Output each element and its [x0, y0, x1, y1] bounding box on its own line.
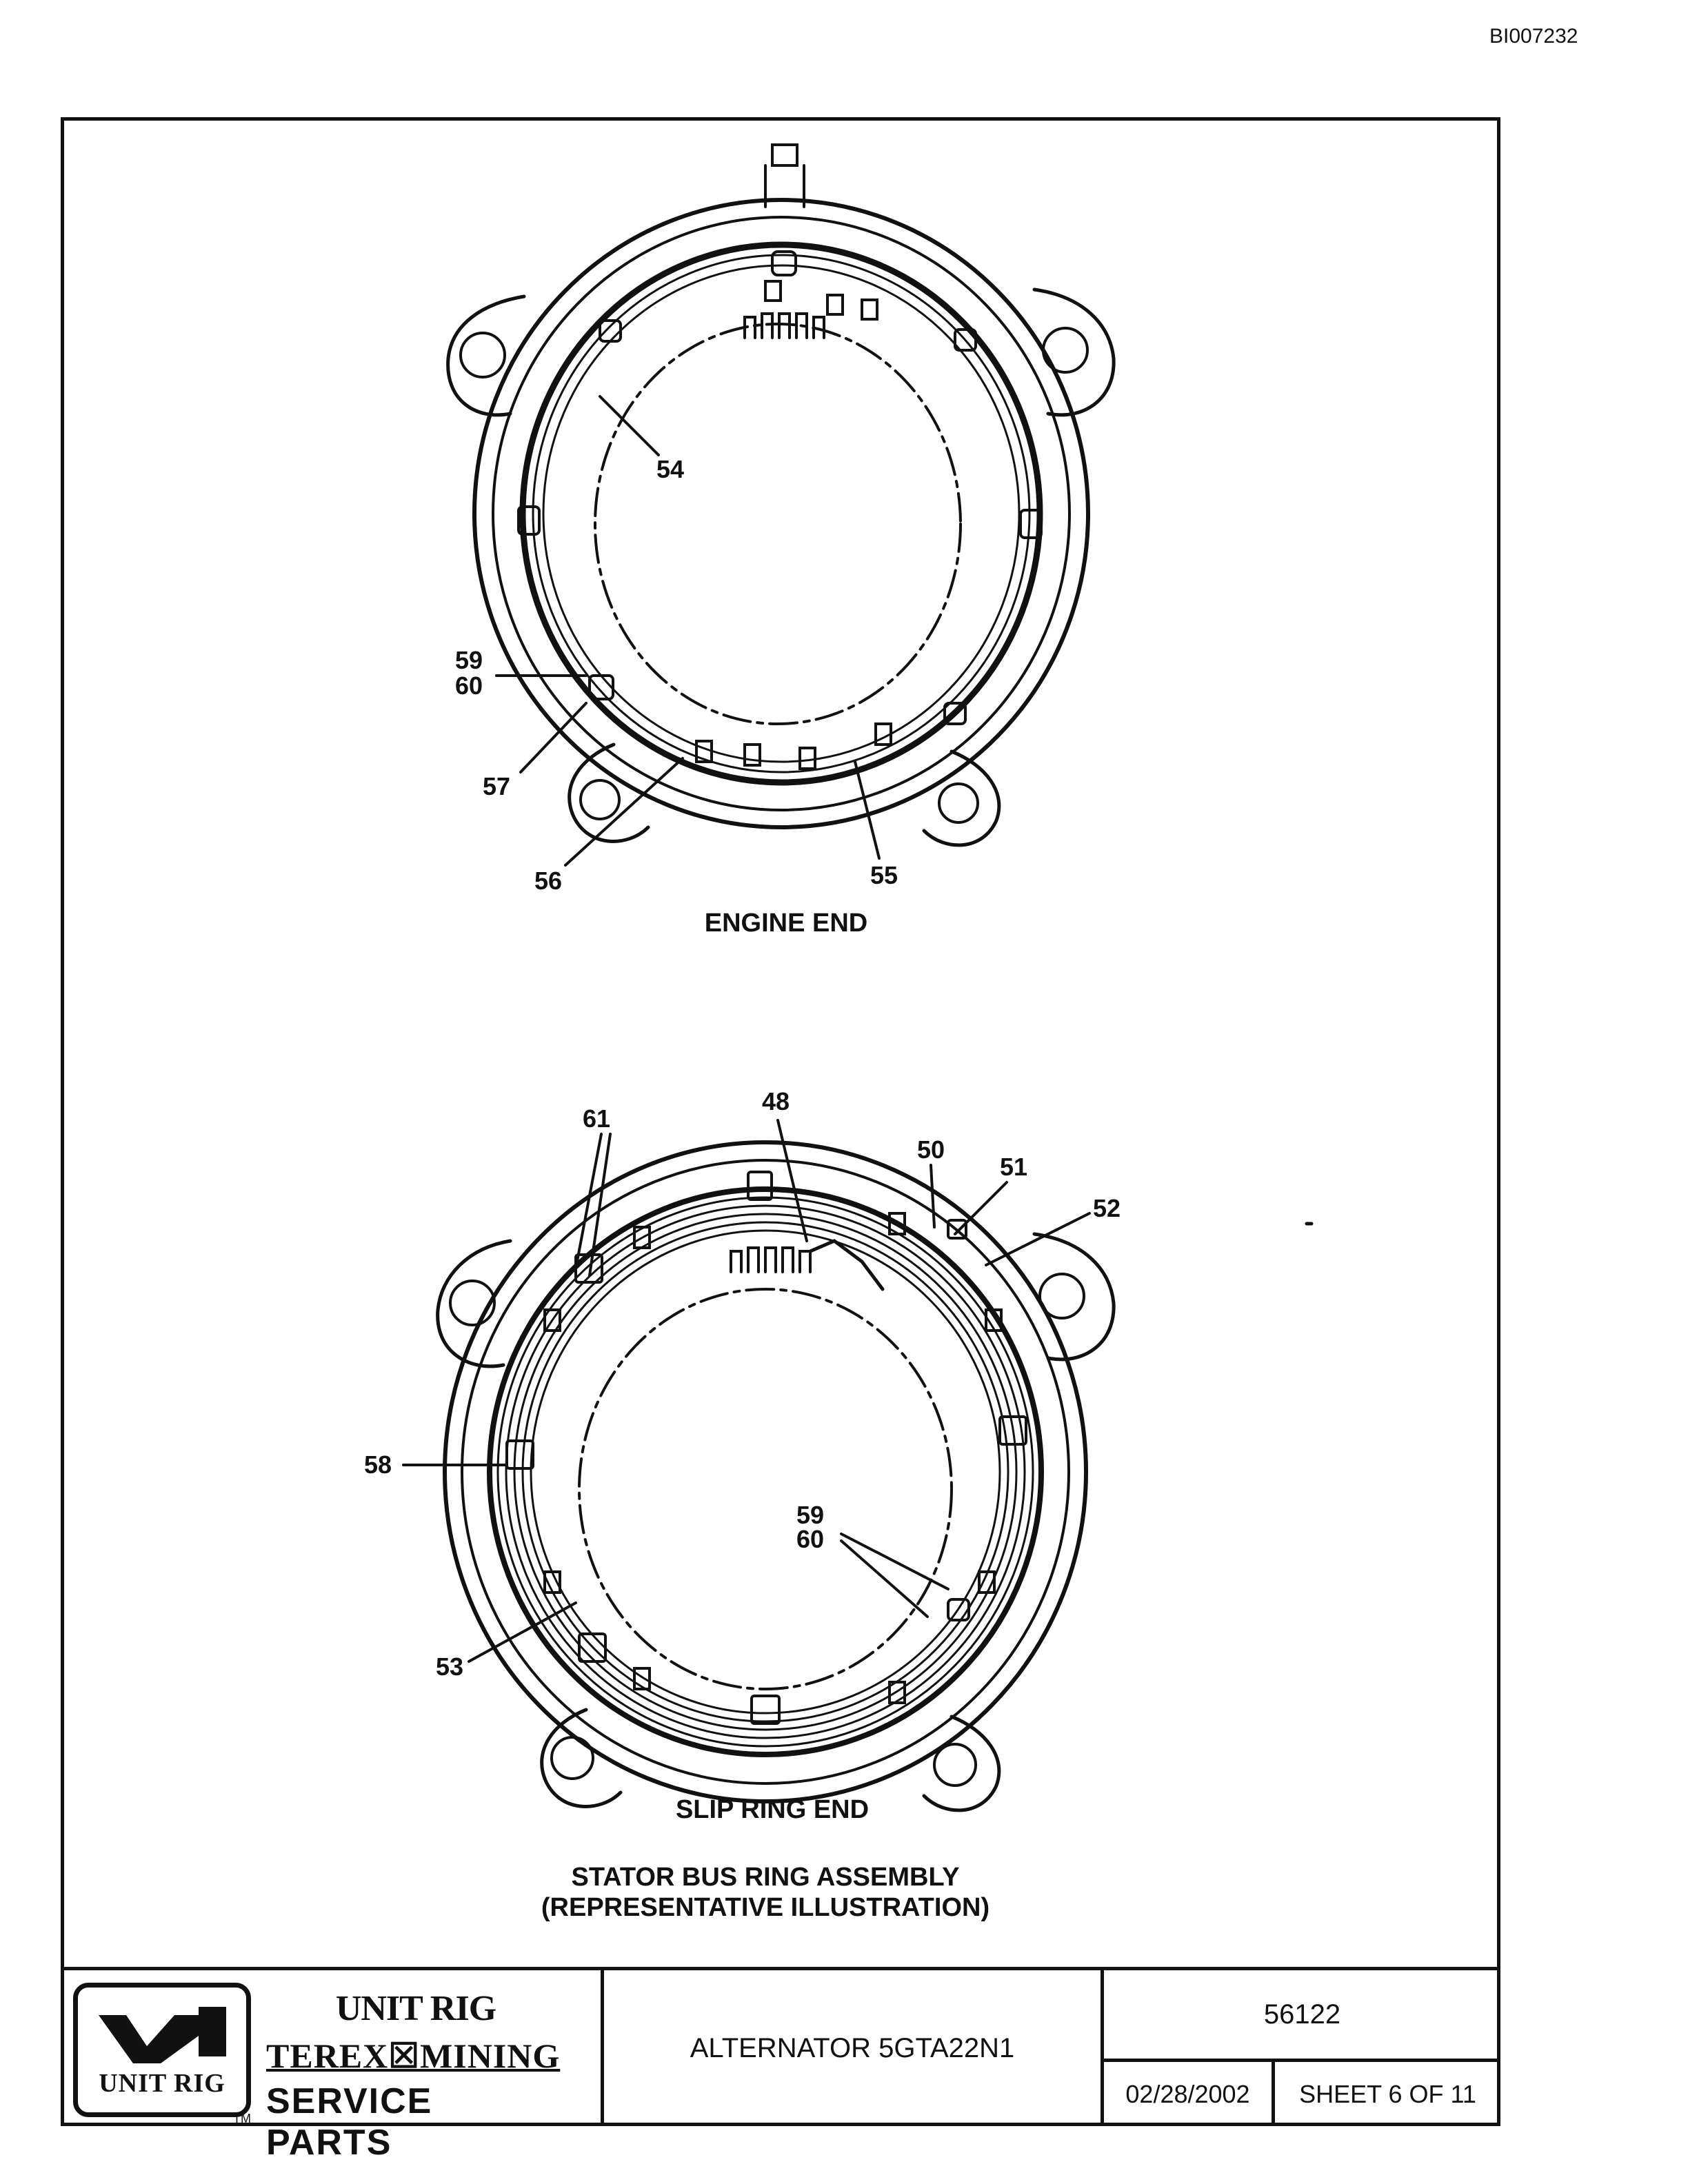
- callout-58: 58: [364, 1450, 392, 1479]
- document-id: BI007232: [1489, 25, 1578, 48]
- callout-61: 61: [583, 1104, 610, 1133]
- drawing-date: 02/28/2002: [1125, 2079, 1250, 2108]
- callout-50: 50: [917, 1135, 945, 1164]
- unit-rig-logo: UNIT RIG: [73, 1983, 251, 2117]
- unit-rig-logo-mark-icon: [99, 2007, 226, 2063]
- callout-53: 53: [436, 1652, 463, 1681]
- callout-55: 55: [870, 861, 898, 889]
- title-divider: [601, 1970, 604, 2126]
- slip-ring-end-view: [402, 1119, 1314, 1812]
- callout-54: 54: [656, 455, 684, 483]
- callout-48: 48: [762, 1087, 790, 1115]
- engine-end-caption: ENGINE END: [704, 909, 868, 938]
- title-block: UNIT RIG TM UNIT RIG TEREX☒MINING SERVIC…: [61, 1967, 1500, 2163]
- drawing-number: 56122: [1263, 1999, 1341, 2030]
- logo-text: UNIT RIG: [99, 2069, 225, 2098]
- figure-title-line1: STATOR BUS RING ASSEMBLY: [571, 1863, 960, 1892]
- brand-line-1: UNIT RIG: [335, 1989, 496, 2028]
- callout-59-sre: 59: [796, 1501, 824, 1529]
- brand-line-2: TEREX☒MINING: [266, 2036, 561, 2075]
- title-divider: [1101, 1970, 1104, 2126]
- callout-57: 57: [483, 772, 510, 800]
- sheet-number: SHEET 6 OF 11: [1299, 2079, 1476, 2108]
- drawing-frame: [61, 117, 1500, 2126]
- callout-60-sre: 60: [796, 1525, 824, 1553]
- title-divider: [1101, 2059, 1500, 2062]
- callout-56: 56: [534, 867, 562, 895]
- title-divider: [1272, 2059, 1275, 2126]
- callout-59: 59: [455, 646, 483, 674]
- figure-title-line2: (REPRESENTATIVE ILLUSTRATION): [541, 1893, 990, 1922]
- callout-60: 60: [455, 671, 483, 700]
- slip-ring-end-caption: SLIP RING END: [675, 1795, 870, 1824]
- brand-line-3: SERVICE PARTS: [266, 2081, 433, 2163]
- engine-end-view: [446, 143, 1116, 867]
- model-name: ALTERNATOR 5GTA22N1: [690, 2032, 1015, 2063]
- trademark: TM: [233, 2112, 251, 2125]
- callout-51: 51: [1000, 1153, 1027, 1181]
- callout-52: 52: [1093, 1194, 1121, 1222]
